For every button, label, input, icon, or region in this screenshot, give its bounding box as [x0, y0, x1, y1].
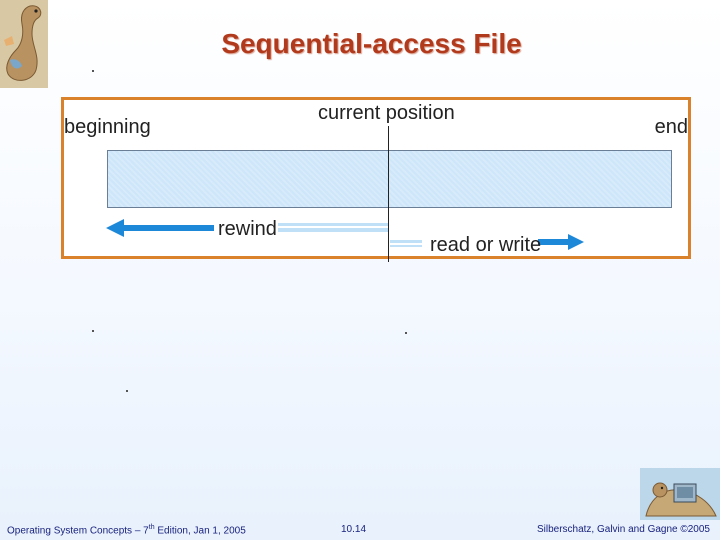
label-read-or-write: read or write [430, 234, 542, 256]
file-bar [107, 150, 672, 208]
stray-dot [126, 390, 128, 392]
label-rewind: rewind [218, 218, 277, 240]
stray-dot [405, 332, 407, 334]
dinosaur-computer-icon [640, 468, 720, 520]
footer-copyright: Silberschatz, Galvin and Gagne ©2005 [536, 524, 710, 535]
stray-dot [92, 330, 94, 332]
label-end: end [654, 116, 688, 138]
dinosaur-logo-icon [0, 0, 48, 88]
read-write-arrow-icon [390, 234, 584, 250]
footer-book-info: Operating System Concepts – 7th Edition,… [7, 524, 246, 537]
label-beginning: beginning [64, 116, 151, 138]
current-position-marker [388, 126, 389, 262]
stray-dot [92, 70, 94, 72]
footer-page-number: 10.14 [341, 524, 367, 535]
sequential-access-figure: beginning current position end rewind re… [61, 97, 691, 262]
slide-title: Sequential-access File [221, 28, 522, 59]
label-current-position: current position [318, 102, 455, 124]
rewind-arrow-icon [106, 219, 388, 237]
